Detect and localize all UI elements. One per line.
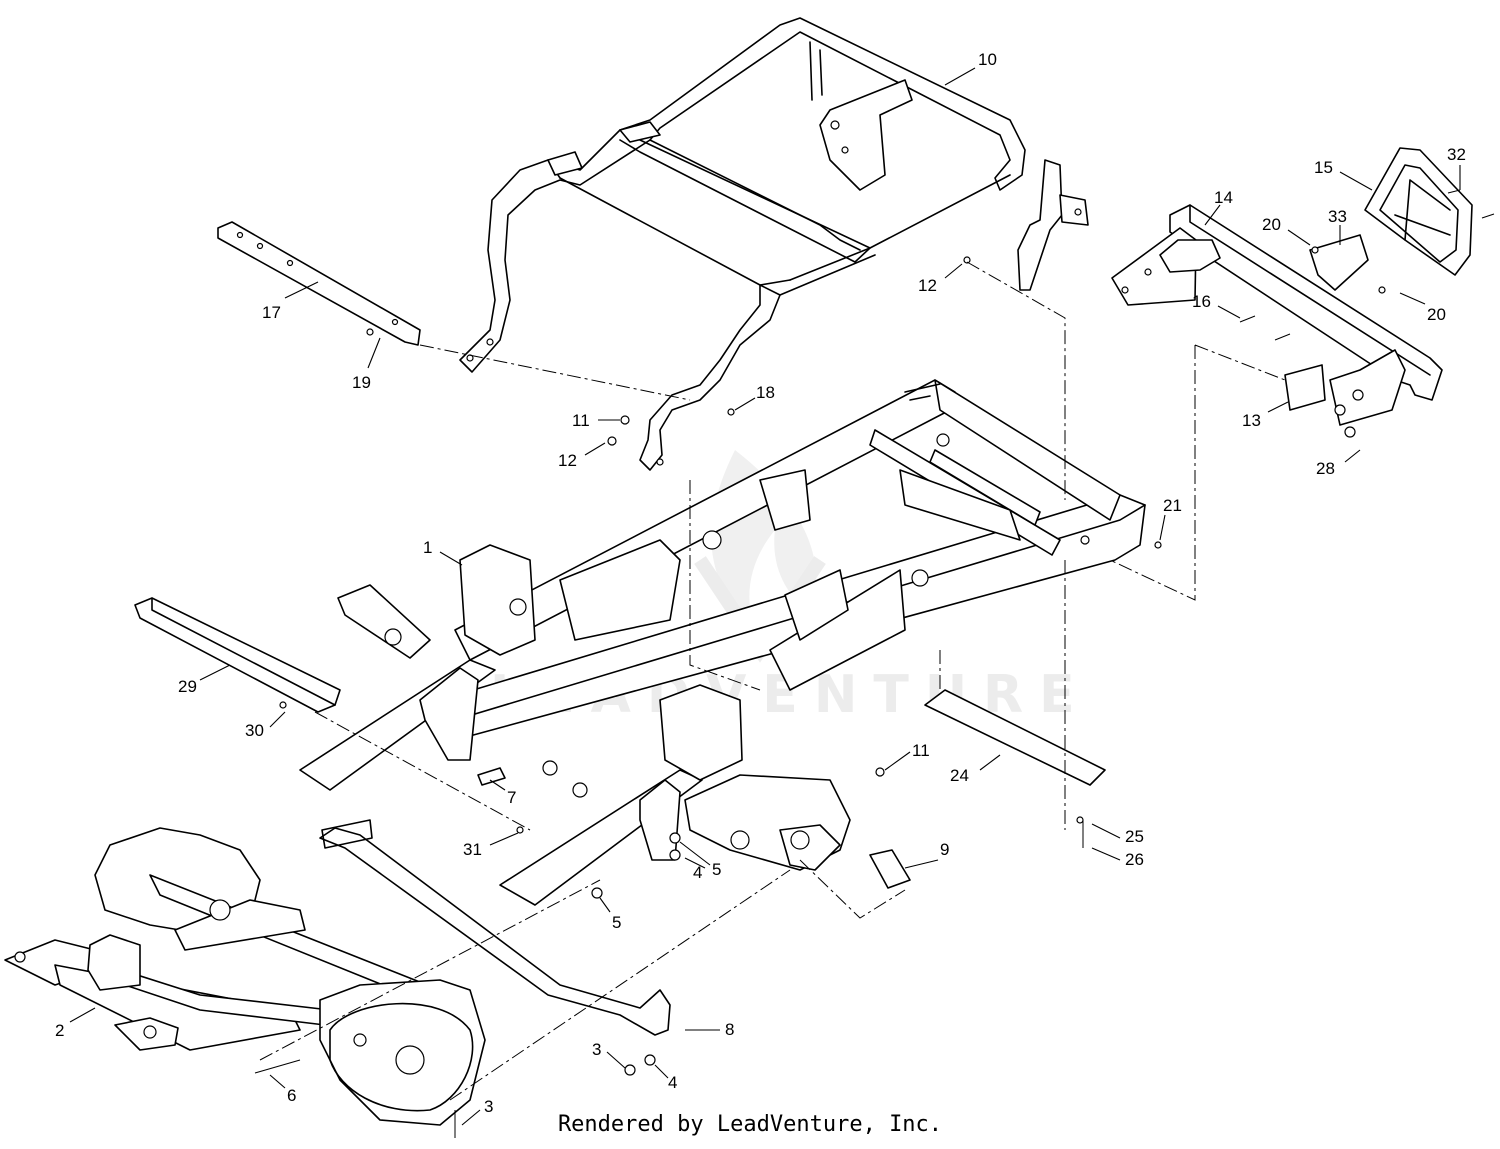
callout-32: 32 bbox=[1447, 145, 1466, 164]
callout-11: 11 bbox=[912, 741, 930, 760]
rendered-by-footer: Rendered by LeadVenture, Inc. bbox=[557, 1112, 943, 1137]
leader-lines bbox=[69, 67, 1461, 1126]
part-main-frame[interactable] bbox=[299, 379, 1146, 906]
callout-2: 2 bbox=[55, 1021, 64, 1040]
hardware-fasteners[interactable] bbox=[254, 189, 1495, 1138]
callout-5: 5 bbox=[712, 860, 721, 879]
callout-11: 11 bbox=[572, 411, 590, 430]
callout-9: 9 bbox=[940, 840, 949, 859]
callout-33: 33 bbox=[1328, 207, 1347, 226]
callout-13: 13 bbox=[1242, 411, 1261, 430]
callout-8: 8 bbox=[725, 1020, 734, 1039]
callout-3: 3 bbox=[592, 1040, 601, 1059]
callout-7: 7 bbox=[507, 788, 516, 807]
callout-21: 21 bbox=[1163, 496, 1182, 515]
part-rear-bumper-14[interactable] bbox=[1111, 204, 1443, 426]
part-support-bar-17[interactable] bbox=[217, 221, 421, 346]
part-skid-plate-24[interactable] bbox=[924, 689, 1106, 786]
callout-15: 15 bbox=[1314, 158, 1333, 177]
callout-12: 12 bbox=[558, 451, 577, 470]
part-cover-29[interactable] bbox=[134, 597, 341, 713]
part-plate-9[interactable] bbox=[869, 849, 911, 889]
callout-28: 28 bbox=[1316, 459, 1335, 478]
callout-29: 29 bbox=[178, 677, 197, 696]
callout-31: 31 bbox=[463, 840, 482, 859]
alignment-lines bbox=[259, 261, 1286, 1101]
callout-18: 18 bbox=[756, 383, 775, 402]
part-rops-frame[interactable] bbox=[459, 17, 1089, 471]
callout-26: 26 bbox=[1125, 850, 1144, 869]
callout-3: 3 bbox=[484, 1097, 493, 1116]
callout-20: 20 bbox=[1262, 215, 1281, 234]
callout-10: 10 bbox=[978, 50, 997, 69]
callout-5: 5 bbox=[612, 913, 621, 932]
callout-14: 14 bbox=[1214, 188, 1233, 207]
callout-1: 1 bbox=[423, 538, 432, 557]
callout-12: 12 bbox=[918, 276, 937, 295]
part-hitch-plate-15[interactable] bbox=[1309, 147, 1473, 291]
part-tube-bar-8[interactable] bbox=[319, 819, 671, 1036]
part-block-7[interactable] bbox=[477, 767, 506, 786]
callout-24: 24 bbox=[950, 766, 969, 785]
callout-labels: 1 2 3 3 4 4 5 5 6 7 8 9 10 11 11 12 12 1… bbox=[55, 50, 1466, 1116]
callout-19: 19 bbox=[352, 373, 371, 392]
part-front-axle-2[interactable] bbox=[4, 827, 486, 1126]
callout-4: 4 bbox=[668, 1073, 677, 1092]
callout-6: 6 bbox=[287, 1086, 296, 1105]
callout-30: 30 bbox=[245, 721, 264, 740]
callout-20: 20 bbox=[1427, 305, 1446, 324]
callout-17: 17 bbox=[262, 303, 281, 322]
callout-25: 25 bbox=[1125, 827, 1144, 846]
callout-4: 4 bbox=[693, 863, 702, 882]
callout-16: 16 bbox=[1192, 292, 1211, 311]
